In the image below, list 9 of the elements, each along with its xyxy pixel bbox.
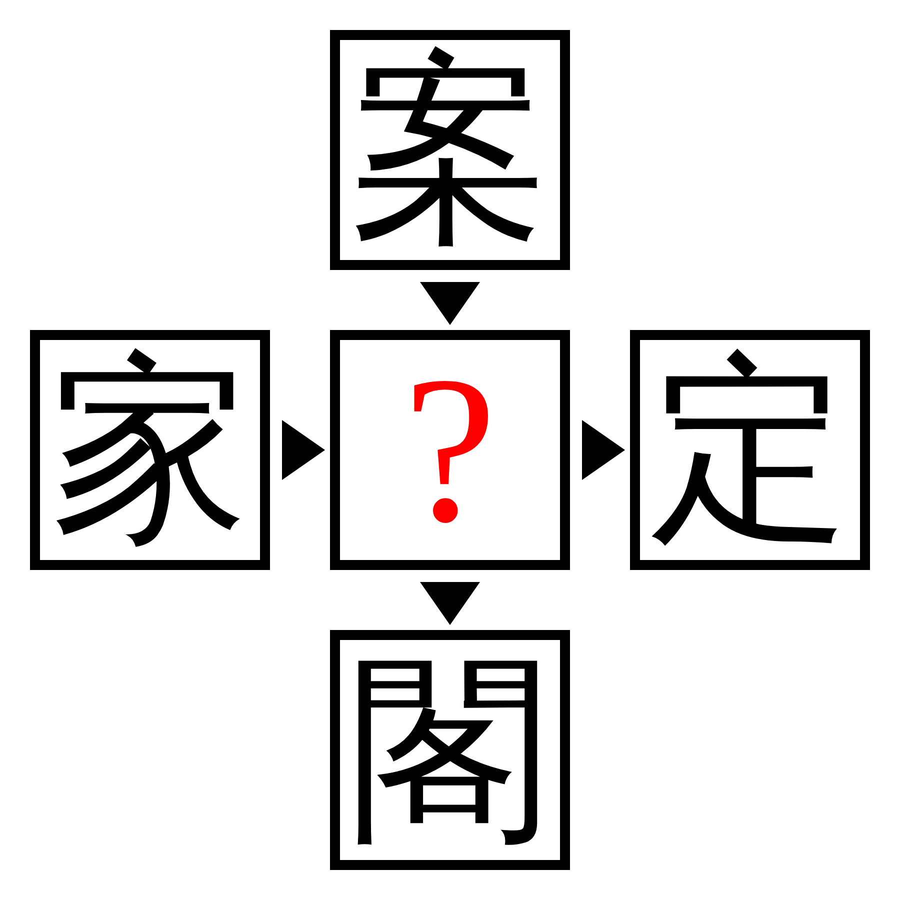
character-box: 閣 — [330, 630, 570, 870]
arrow — [420, 282, 480, 325]
character-box: 案 — [330, 30, 570, 270]
character-box: 家 — [30, 330, 270, 570]
arrow — [582, 420, 625, 480]
question-mark-box: ? — [330, 330, 570, 570]
character-box: 定 — [630, 330, 870, 570]
arrow — [282, 420, 325, 480]
arrow — [420, 582, 480, 625]
